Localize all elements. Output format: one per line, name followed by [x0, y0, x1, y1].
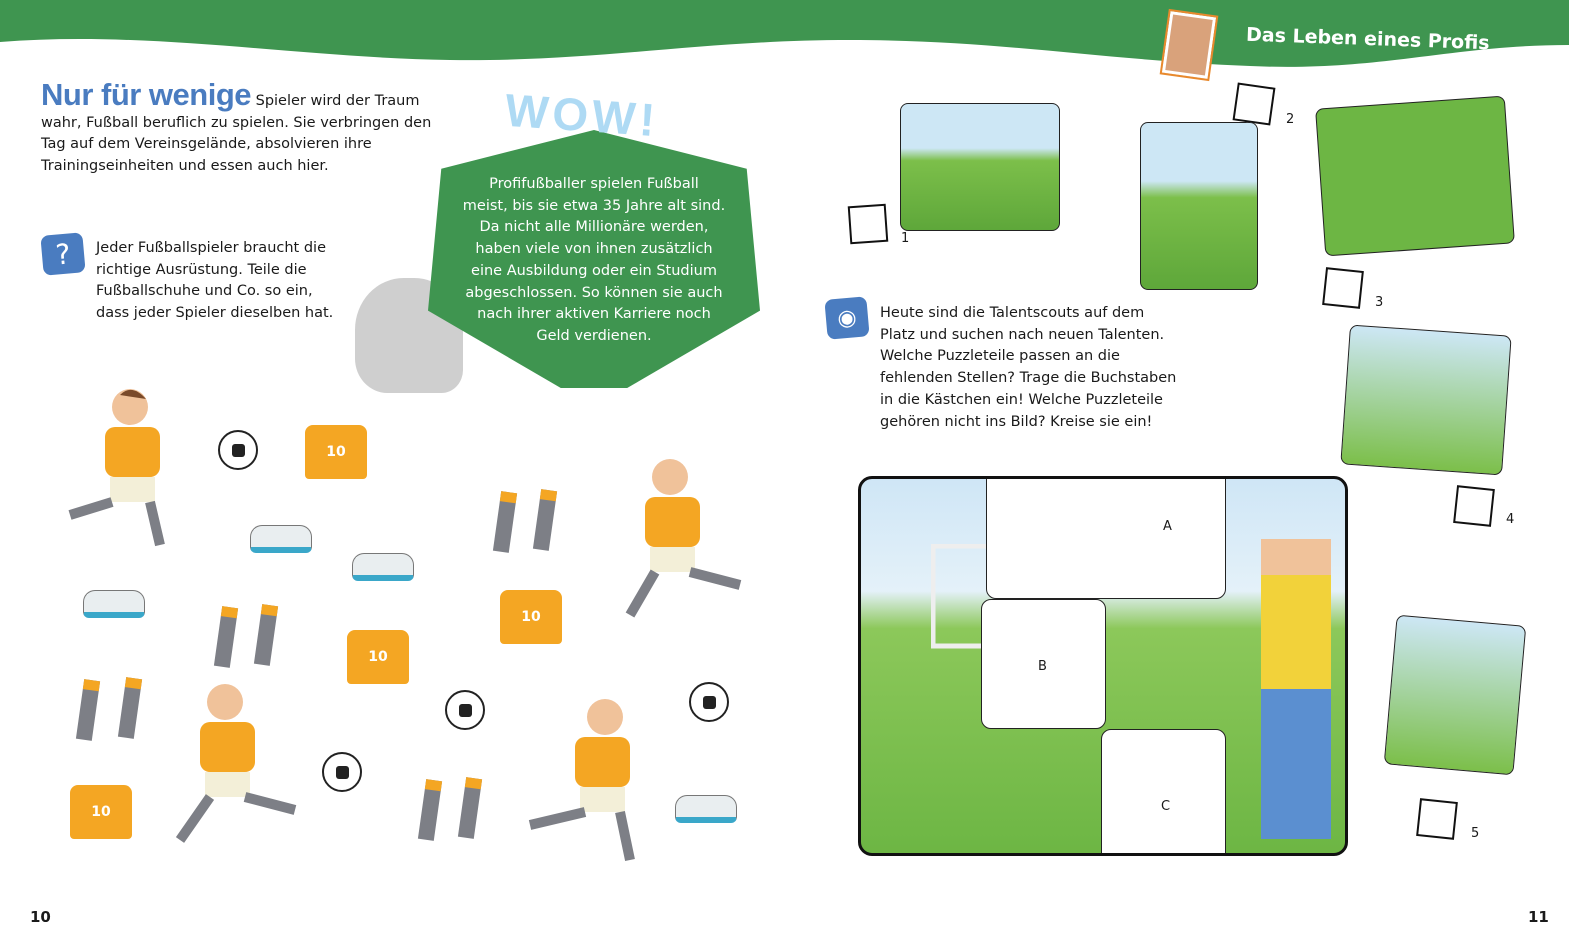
socks-icon: [75, 679, 101, 741]
intro-paragraph: Nur für wenige Spieler wird der Traum wa…: [41, 79, 441, 178]
socks-icon: [417, 779, 443, 841]
task-line: Jeder Fußballspieler braucht die: [96, 240, 326, 256]
fact-line: Da nicht alle Millionäre werden,: [479, 219, 709, 236]
player-illustration: [68, 389, 165, 547]
headline: Nur für wenige: [41, 77, 252, 112]
piece-number: 4: [1506, 512, 1515, 527]
ball-icon: [218, 430, 258, 470]
answer-box-4[interactable]: [1453, 485, 1495, 527]
task-line: Welche Puzzleteile passen an die: [880, 348, 1120, 365]
puzzle-piece-4[interactable]: [1340, 324, 1512, 476]
gap-label-c: C: [1161, 799, 1171, 814]
page-number-right: 11: [1528, 908, 1549, 926]
answer-box-2[interactable]: [1232, 82, 1276, 126]
jersey-icon: 10: [500, 590, 562, 644]
fact-line: eine Ausbildung oder ein Studium: [471, 262, 717, 279]
fact-line: abgeschlossen. So können sie auch: [465, 284, 723, 301]
piece-number: 2: [1286, 112, 1295, 127]
socks-icon: [457, 777, 483, 839]
puzzle-piece-3[interactable]: [1315, 95, 1515, 257]
boots-icon: [83, 590, 145, 618]
gap-label-b: B: [1038, 659, 1047, 674]
piece-number: 1: [901, 231, 910, 246]
eye-icon: ◉: [824, 296, 870, 340]
question-icon: ?: [40, 232, 86, 276]
puzzle-gap-c[interactable]: [1101, 729, 1226, 853]
author-portrait: [1159, 8, 1219, 82]
ball-icon: [689, 682, 729, 722]
intro-text: Spieler wird der Traum wahr, Fußball ber…: [41, 93, 432, 175]
puzzle-piece-5[interactable]: [1383, 614, 1527, 776]
boots-icon: [352, 553, 414, 581]
jersey-icon: 10: [347, 630, 409, 684]
puzzle-frame: A B C: [858, 476, 1348, 856]
socks-icon: [492, 491, 518, 553]
boots-icon: [675, 795, 737, 823]
task-line: dass jeder Spieler dieselben hat.: [96, 305, 334, 322]
puzzle-piece-2[interactable]: [1140, 122, 1258, 290]
left-task: Jeder Fußballspieler braucht die richtig…: [96, 238, 333, 325]
page-number-left: 10: [30, 908, 51, 926]
fact-line: haben viele von ihnen zusätzlich: [475, 241, 713, 258]
wow-fact-box: Profifußballer spielen Fußball meist, bi…: [428, 130, 760, 388]
player-illustration: [625, 459, 742, 618]
fact-line: Profifußballer spielen Fußball: [489, 176, 699, 192]
boots-icon: [250, 525, 312, 553]
puzzle-gap-b[interactable]: [981, 599, 1106, 729]
right-task: Heute sind die Talentscouts auf dem Plat…: [880, 303, 1176, 433]
task-line: in die Kästchen ein! Welche Puzzleteile: [880, 391, 1163, 408]
ball-icon: [322, 752, 362, 792]
task-line: gehören nicht ins Bild? Kreise sie ein!: [880, 413, 1153, 430]
answer-box-3[interactable]: [1322, 267, 1364, 309]
socks-icon: [117, 677, 143, 739]
fact-line: nach ihrer aktiven Karriere noch: [477, 306, 711, 323]
gap-label-a: A: [1163, 519, 1172, 534]
wow-label: WOW!: [503, 83, 661, 147]
scout-illustration: [1261, 539, 1331, 839]
fact-line: meist, bis sie etwa 35 Jahre alt sind.: [462, 197, 726, 214]
task-line: Heute sind die Talentscouts auf dem: [880, 305, 1145, 321]
socks-icon: [213, 606, 239, 668]
task-line: Platz und suchen nach neuen Talenten.: [880, 326, 1165, 343]
fact-line: Geld verdienen.: [536, 327, 652, 344]
socks-icon: [532, 489, 558, 551]
task-line: Fußballschuhe und Co. so ein,: [96, 283, 313, 300]
piece-number: 5: [1471, 826, 1480, 841]
puzzle-gap-a[interactable]: [986, 479, 1226, 599]
jersey-icon: 10: [70, 785, 132, 839]
piece-number: 3: [1375, 295, 1384, 310]
jersey-icon: 10: [305, 425, 367, 479]
puzzle-piece-1[interactable]: [900, 103, 1060, 231]
task-line: richtige Ausrüstung. Teile die: [96, 261, 307, 278]
task-line: fehlenden Stellen? Trage die Buchstaben: [880, 370, 1177, 387]
answer-box-5[interactable]: [1416, 798, 1458, 840]
player-illustration: [175, 684, 297, 843]
socks-icon: [253, 604, 279, 666]
ball-icon: [445, 690, 485, 730]
player-illustration: [528, 699, 635, 862]
answer-box-1[interactable]: [847, 203, 889, 245]
